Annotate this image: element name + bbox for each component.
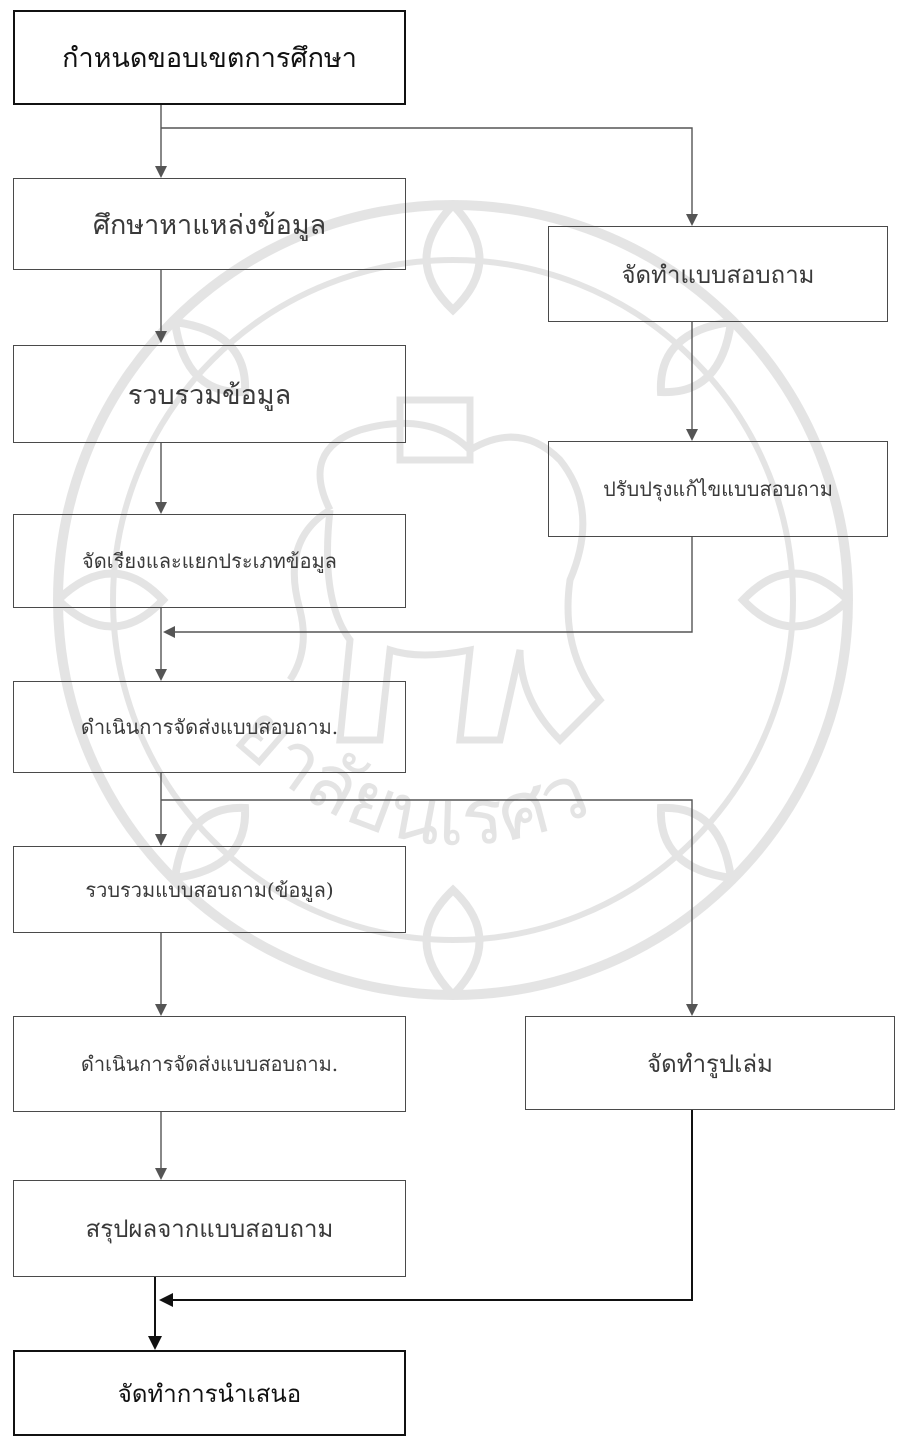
arrowhead [686, 1004, 698, 1016]
arrowhead [155, 1168, 167, 1180]
step-collect-questionnaires: รวบรวมแบบสอบถาม(ข้อมูล) [13, 846, 406, 933]
connector-scope-to-make-questionnaire [161, 127, 693, 216]
step-label: ดำเนินการจัดส่งแบบสอบถาม. [80, 1052, 339, 1076]
arrowhead [163, 626, 175, 638]
arrowhead [155, 331, 167, 343]
arrowhead [155, 502, 167, 514]
arrowhead [155, 834, 167, 846]
step-find-sources: ศึกษาหาแหล่งข้อมูล [13, 178, 406, 270]
arrowhead [148, 1336, 162, 1350]
step-revise-questionnaire: ปรับปรุงแก้ไขแบบสอบถาม [548, 441, 888, 537]
step-send-questionnaire-1: ดำเนินการจัดส่งแบบสอบถาม. [13, 681, 406, 773]
step-label: จัดทำแบบสอบถาม [621, 260, 815, 289]
arrowhead [686, 429, 698, 441]
connector-revise-merge [173, 537, 693, 633]
step-label: จัดทำการนำเสนอ [117, 1379, 302, 1408]
step-make-report: จัดทำรูปเล่ม [525, 1016, 895, 1110]
university-seal-watermark: ยาลัยนเรศว [53, 200, 853, 1000]
seal-outer-ring [53, 200, 853, 1000]
step-label: ดำเนินการจัดส่งแบบสอบถาม. [80, 715, 339, 739]
step-label: สรุปผลจากแบบสอบถาม [85, 1215, 334, 1243]
step-send-questionnaire-2: ดำเนินการจัดส่งแบบสอบถาม. [13, 1016, 406, 1112]
connector-send1-to-make-report [161, 799, 693, 1006]
connector-report-merge [170, 1110, 693, 1301]
step-sort-classify: จัดเรียงและแยกประเภทข้อมูล [13, 514, 406, 608]
step-define-scope: กำหนดขอบเขตการศึกษา [13, 10, 406, 105]
step-make-questionnaire: จัดทำแบบสอบถาม [548, 226, 888, 322]
arrowhead [159, 1293, 173, 1307]
elephant-shape [287, 396, 605, 745]
arrowhead [155, 1004, 167, 1016]
step-label: รวบรวมแบบสอบถาม(ข้อมูล) [85, 877, 334, 902]
step-label: รวบรวมข้อมูล [127, 379, 292, 411]
step-presentation: จัดทำการนำเสนอ [13, 1350, 406, 1436]
arrowhead [155, 669, 167, 681]
step-summarize-results: สรุปผลจากแบบสอบถาม [13, 1180, 406, 1277]
step-label: จัดเรียงและแยกประเภทข้อมูล [82, 549, 337, 573]
arrowhead [686, 214, 698, 226]
step-collect-data: รวบรวมข้อมูล [13, 345, 406, 443]
seal-petals [55, 202, 851, 998]
seal-inner-ring [110, 257, 796, 943]
step-label: ศึกษาหาแหล่งข้อมูล [92, 209, 327, 241]
step-label: ปรับปรุงแก้ไขแบบสอบถาม [603, 477, 833, 501]
step-label: จัดทำรูปเล่ม [647, 1049, 773, 1078]
arrowhead [155, 166, 167, 178]
step-label: กำหนดขอบเขตการศึกษา [62, 43, 357, 74]
